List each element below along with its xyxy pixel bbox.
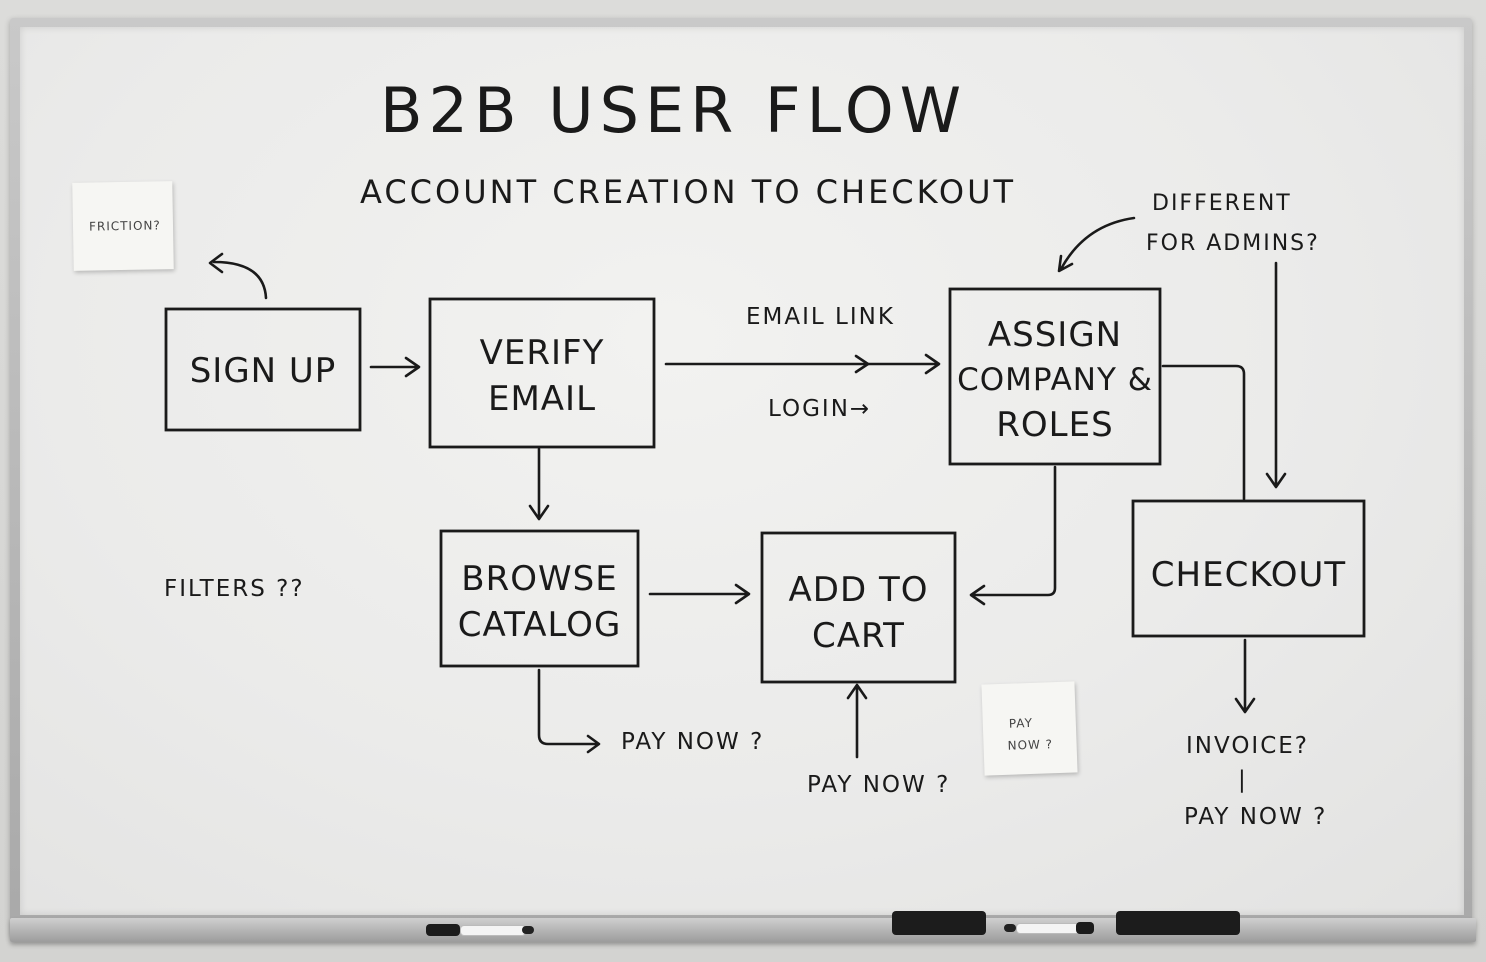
node-assign-roles-line-3: ROLES [996, 404, 1114, 445]
note-different-admins-line-1: DIFFERENT [1152, 191, 1292, 216]
node-browse-catalog-line-1: BROWSE [461, 559, 618, 599]
arrow-assign-checkout [1161, 364, 1246, 501]
arrow-signup-curl [208, 252, 268, 300]
note-filters: FILTERS ?? [164, 576, 305, 602]
note-different-admins: DIFFERENT FOR ADMINS? [1146, 184, 1320, 263]
arrow-assign-cart [969, 465, 1057, 606]
sticky-note-friction[interactable]: FRICTION? [72, 181, 174, 271]
box-browse-catalog [439, 529, 640, 668]
node-verify-email-line-2: EMAIL [487, 379, 597, 420]
node-add-to-cart: ADD TO CART [762, 567, 955, 659]
marker-4[interactable] [1116, 911, 1240, 935]
arrow-verify-assign [664, 353, 941, 375]
arrow-browse-cart [648, 583, 751, 605]
note-pay-now-browse: PAY NOW ? [621, 729, 765, 755]
sticky-note-friction-text: FRICTION? [88, 218, 161, 234]
node-add-to-cart-line-2: CART [812, 616, 905, 657]
box-sign-up [164, 307, 362, 432]
whiteboard-surface [20, 27, 1464, 915]
arrow-verify-browse [528, 447, 550, 521]
edge-label-email-link: EMAIL LINK [746, 304, 895, 330]
arrow-email-link-mid [854, 354, 870, 374]
box-assign-roles [948, 287, 1162, 466]
edge-label-login: LOGIN→ [768, 396, 872, 422]
box-add-to-cart [760, 531, 957, 684]
node-assign-roles: ASSIGN COMPANY & ROLES [950, 312, 1160, 449]
marker-3[interactable] [1004, 922, 1094, 934]
node-add-to-cart-line-1: ADD TO [788, 570, 929, 610]
arrow-admin-assign [1057, 216, 1136, 273]
sticky-note-pay-now-line-2: NOW ? [1007, 737, 1054, 753]
marker-1[interactable] [426, 924, 534, 936]
note-different-admins-line-2: FOR ADMINS? [1146, 230, 1320, 256]
node-assign-roles-line-2: COMPANY & [957, 361, 1153, 398]
node-checkout: CHECKOUT [1133, 552, 1364, 598]
sticky-note-pay-now[interactable]: PAY NOW ? [981, 681, 1078, 776]
note-invoice-separator: | [1238, 767, 1248, 793]
sticky-note-pay-now-line-1: PAY [1008, 715, 1034, 731]
note-pay-now-cart: PAY NOW ? [807, 772, 951, 798]
node-assign-roles-line-1: ASSIGN [987, 315, 1123, 355]
node-browse-catalog-line-2: CATALOG [457, 605, 622, 646]
node-checkout-label: CHECKOUT [1150, 555, 1347, 595]
arrow-browse-paynow [537, 668, 601, 754]
node-verify-email: VERIFY EMAIL [430, 330, 654, 422]
node-sign-up-label: SIGN UP [189, 351, 337, 391]
node-browse-catalog: BROWSE CATALOG [441, 556, 638, 648]
page-subtitle: ACCOUNT CREATION TO CHECKOUT [360, 173, 1017, 211]
box-verify-email [428, 297, 656, 449]
arrow-checkout-invoice [1234, 638, 1256, 714]
box-checkout [1131, 499, 1366, 638]
arrow-signup-verify [369, 356, 421, 378]
node-sign-up: SIGN UP [166, 348, 360, 394]
arrow-admin-checkout [1265, 261, 1287, 489]
note-pay-now-checkout: PAY NOW ? [1184, 804, 1328, 830]
page-title: B2B USER FLOW [380, 74, 968, 147]
node-verify-email-line-1: VERIFY [479, 333, 605, 373]
marker-2[interactable] [892, 911, 986, 935]
note-invoice: INVOICE? [1186, 733, 1310, 759]
arrow-paynow-cart [846, 683, 868, 759]
